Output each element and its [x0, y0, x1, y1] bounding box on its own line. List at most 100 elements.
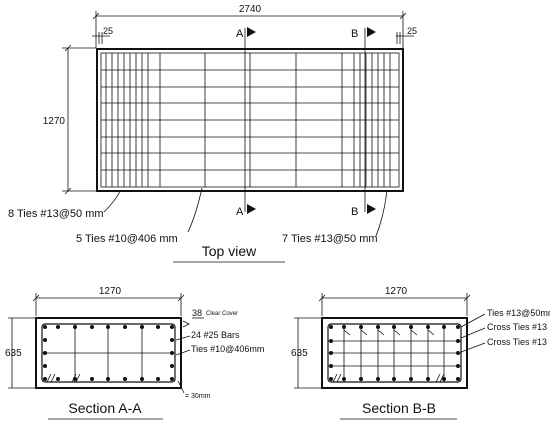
tick-mark: [64, 44, 72, 52]
tick-mark: [399, 12, 407, 20]
rebar-dot: [426, 325, 430, 329]
sa-offset-leader: [177, 380, 185, 394]
left-edge-dim-text: 25: [103, 26, 113, 36]
rebar-dot: [156, 377, 160, 381]
section-a-marker-top: A: [236, 28, 244, 40]
label-middle-ties: 5 Ties #10@406 mm: [76, 233, 178, 245]
slab-outline: [96, 48, 404, 192]
sb-cross-ties-leader-1: [460, 327, 486, 339]
rebar-dot: [329, 325, 333, 329]
sa-offset-label: = 30mm: [185, 393, 211, 400]
rebar-dot: [456, 325, 460, 329]
rebar-dot: [156, 325, 160, 329]
middle-ties: [159, 53, 343, 187]
rebar-dot: [106, 377, 110, 381]
right-dense-ties: [353, 53, 391, 187]
top-view: 2740 25 25 1270: [8, 4, 417, 263]
section-b-arrow-bottom: [367, 204, 376, 214]
tick-mark: [318, 294, 326, 302]
rebar-dot: [73, 325, 77, 329]
caption-top-view: Top view: [202, 243, 257, 259]
sb-hook-marks-bottom: [332, 373, 445, 383]
sb-ties-leader: [460, 313, 486, 328]
rebar-dot: [329, 377, 333, 381]
right-edge-dim-text: 25: [407, 26, 417, 36]
sa-cover-leader: [182, 320, 190, 328]
label-right-ties: 7 Ties #13@50 mm: [282, 233, 378, 245]
sb-rebar-dots: [329, 325, 460, 381]
rebar-dot: [456, 339, 460, 343]
sb-ties-label: Ties #13@50mm: [487, 308, 550, 318]
sa-height-dim-text: 635: [5, 348, 22, 359]
rebar-dot: [43, 364, 47, 368]
rebar-dot: [90, 325, 94, 329]
rebar-dot: [359, 377, 363, 381]
rebar-dot: [456, 377, 460, 381]
section-b-b: 1270 635: [291, 286, 550, 420]
leader-right-ties: [375, 189, 388, 237]
tick-mark: [32, 294, 40, 302]
rebar-dot: [56, 325, 60, 329]
rebar-dot: [43, 377, 47, 381]
rebar-dot: [456, 351, 460, 355]
sb-concrete-outline: [321, 317, 468, 389]
section-a-a: 1270 635: [5, 286, 264, 420]
rebar-dot: [170, 377, 174, 381]
rebar-dot: [442, 325, 446, 329]
rebar-dot: [329, 351, 333, 355]
section-a-arrow-bottom: [247, 204, 256, 214]
rebar-dot: [409, 377, 413, 381]
rebar-dot: [170, 364, 174, 368]
tick-mark: [92, 12, 100, 20]
sb-cross-ties-leader-2: [460, 342, 486, 353]
rebar-dot: [426, 377, 430, 381]
section-b-marker-top: B: [351, 28, 358, 40]
rebar-dot: [43, 325, 47, 329]
caption-section-b: Section B-B: [362, 400, 436, 416]
length-dim-text: 2740: [239, 4, 262, 15]
tick-mark: [463, 294, 471, 302]
sb-hook-marks-top: [343, 329, 435, 336]
label-left-ties: 8 Ties #13@50 mm: [8, 208, 104, 220]
rebar-dot: [329, 339, 333, 343]
rebar-dot: [170, 325, 174, 329]
rebar-dot: [106, 325, 110, 329]
sa-ties-label: Ties #10@406mm: [191, 344, 264, 354]
rebar-dot: [392, 377, 396, 381]
rebar-dot: [123, 377, 127, 381]
section-b-cut: B B: [351, 27, 376, 218]
sa-hook-marks: [46, 373, 81, 383]
sa-bars-leader: [175, 335, 191, 341]
sa-ties-leader: [175, 349, 191, 356]
sa-bars-label: 24 #25 Bars: [191, 330, 240, 340]
sa-cover-text: Clear Cover: [206, 311, 238, 317]
rebar-dot: [456, 364, 460, 368]
tick-mark: [177, 294, 185, 302]
rebar-dot: [90, 377, 94, 381]
rebar-dot: [140, 377, 144, 381]
rebar-dot: [43, 338, 47, 342]
sb-cross-ties-label-1: Cross Ties #13: [487, 322, 547, 332]
sb-width-dim-text: 1270: [385, 286, 408, 297]
section-b-arrow-top: [367, 27, 376, 37]
caption-section-a: Section A-A: [68, 400, 142, 416]
rebar-dot: [376, 377, 380, 381]
leader-middle-ties: [187, 187, 203, 233]
sb-cross-ties: [328, 324, 461, 382]
sa-cover-value: 38: [192, 308, 202, 318]
sb-cross-ties-label-2: Cross Ties #13: [487, 337, 547, 347]
sa-width-dim-text: 1270: [99, 286, 122, 297]
rebar-dot: [359, 325, 363, 329]
section-a-arrow-top: [247, 27, 256, 37]
rebar-dot: [392, 325, 396, 329]
rebar-dot: [409, 325, 413, 329]
rebar-dot: [170, 338, 174, 342]
sb-height-dim-text: 635: [291, 348, 308, 359]
tick-mark: [64, 187, 72, 195]
section-a-marker-bottom: A: [236, 206, 244, 218]
rebar-dot: [376, 325, 380, 329]
width-dim-text: 1270: [43, 116, 66, 127]
rebar-dot: [43, 351, 47, 355]
rebar-dot: [123, 325, 127, 329]
